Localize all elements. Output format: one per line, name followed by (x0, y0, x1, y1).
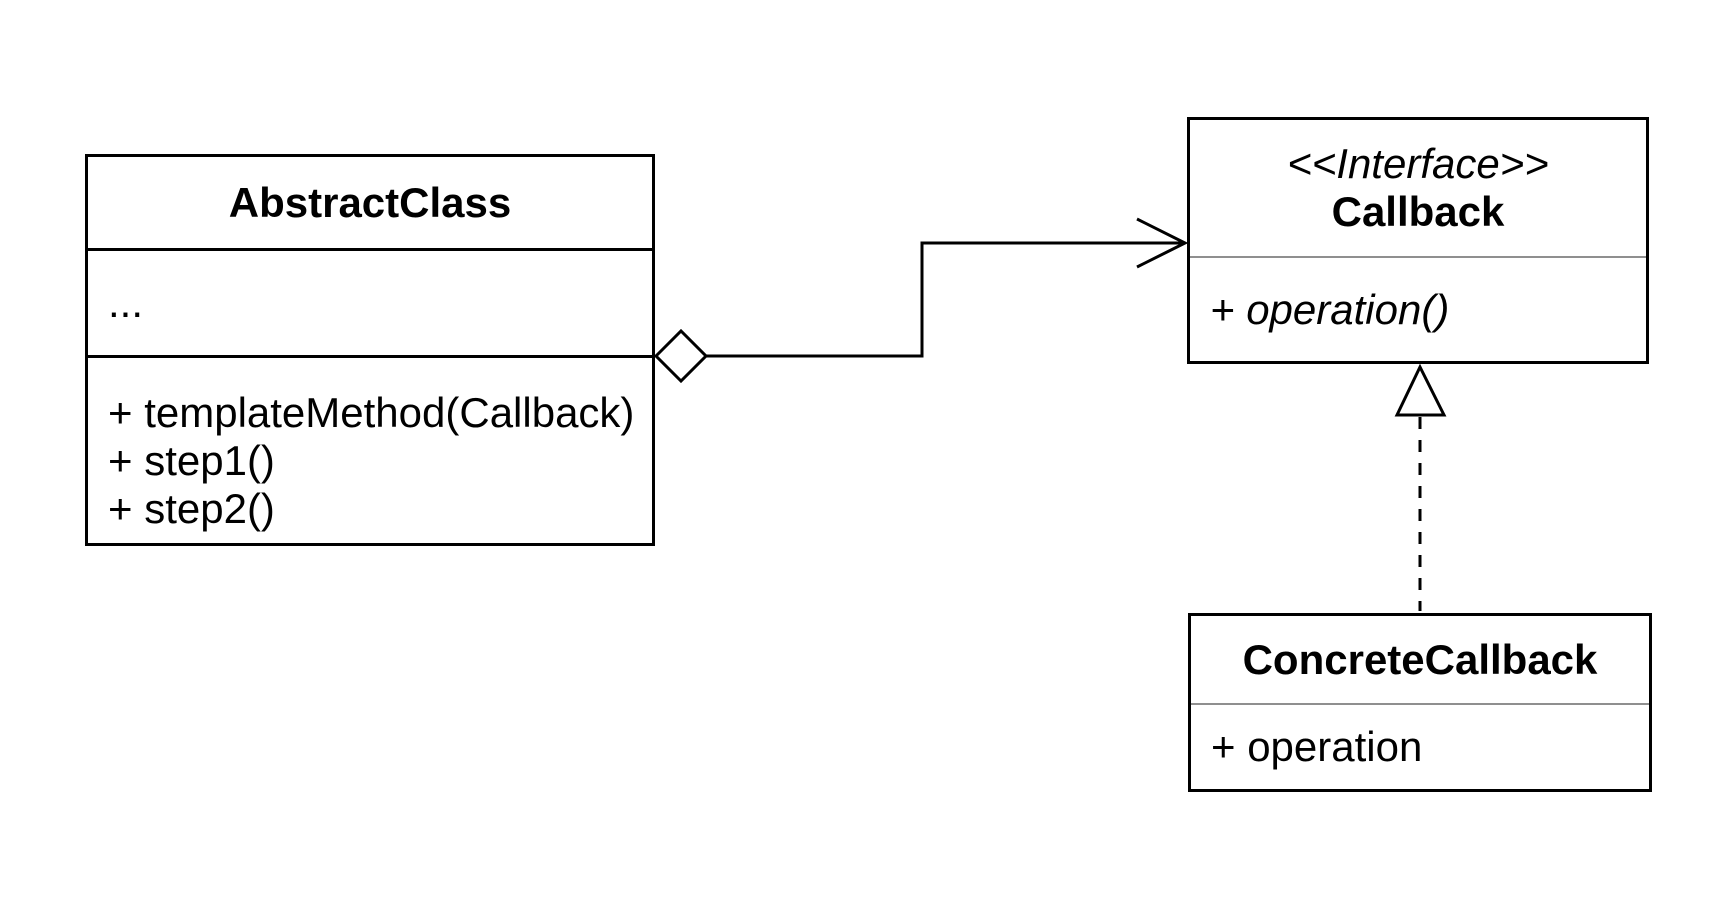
abstract-class-methods-row: + templateMethod(Callback) + step1() + s… (88, 355, 652, 543)
callback-title-row: <<Interface>> Callback (1190, 120, 1646, 256)
realization-triangle-arrowhead (1394, 363, 1447, 417)
aggregation-connector-line (706, 241, 1184, 358)
concrete-callback-title-row: ConcreteCallback (1191, 616, 1649, 703)
class-box-callback-interface: <<Interface>> Callback + operation() (1187, 117, 1649, 364)
abstract-class-attributes-row: ... (88, 248, 652, 355)
class-box-abstract-class: AbstractClass ... + templateMethod(Callb… (85, 154, 655, 546)
callback-title: Callback (1331, 188, 1505, 235)
concrete-callback-operations-row: + operation (1191, 703, 1649, 789)
aggregation-open-arrowhead (1136, 217, 1189, 269)
callback-operations-row: + operation() (1190, 256, 1646, 361)
abstract-class-method: + step2() (108, 485, 275, 532)
abstract-class-method: + templateMethod(Callback) (108, 389, 635, 436)
callback-stereotype: <<Interface>> (1287, 140, 1549, 187)
abstract-class-attribute: ... (108, 279, 144, 326)
abstract-class-title-row: AbstractClass (88, 157, 652, 248)
concrete-callback-operation: + operation (1211, 723, 1423, 770)
abstract-class-method: + step1() (108, 437, 275, 484)
callback-operation: + operation() (1210, 285, 1450, 333)
abstract-class-title: AbstractClass (228, 178, 512, 226)
concrete-callback-title: ConcreteCallback (1242, 635, 1598, 683)
class-box-concrete-callback: ConcreteCallback + operation (1188, 613, 1652, 792)
aggregation-diamond (653, 328, 709, 384)
